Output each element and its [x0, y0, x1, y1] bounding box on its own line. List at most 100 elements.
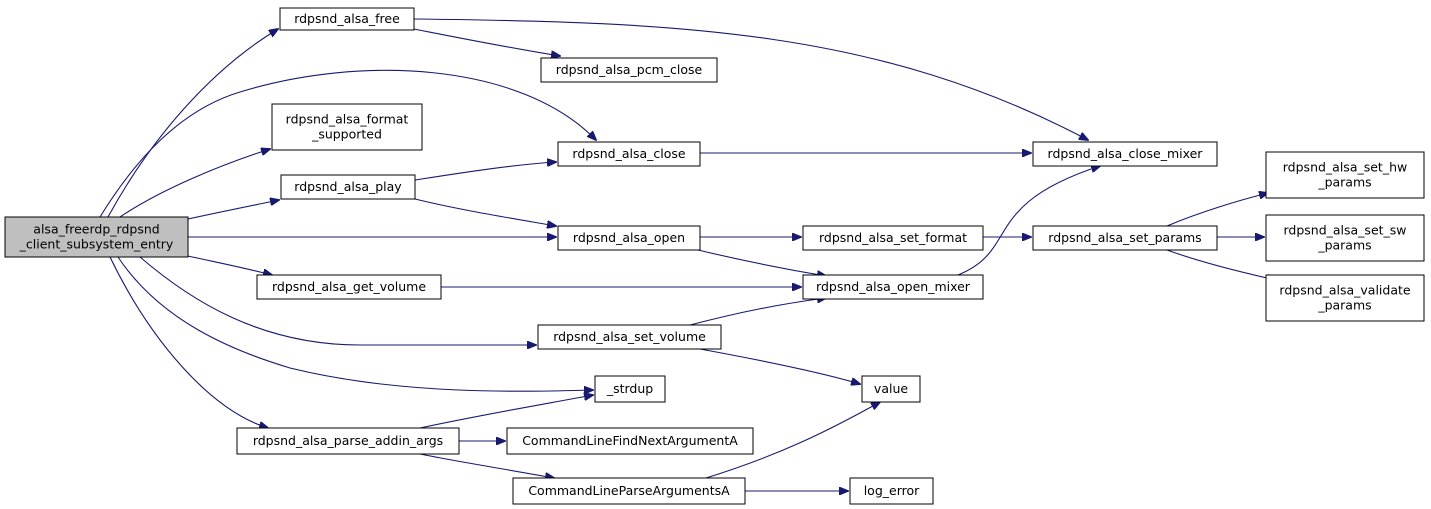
- node-box: [506, 427, 754, 455]
- edge-root-to-set_volume: [139, 256, 536, 345]
- node-box: [1265, 214, 1425, 262]
- edge-root-to-format_supported: [119, 149, 270, 218]
- node-label: rdpsnd_alsa_set_sw: [1283, 223, 1406, 238]
- node-set-hw[interactable]: rdpsnd_alsa_set_hw_params: [1265, 151, 1425, 199]
- node-label: _params: [1317, 238, 1371, 253]
- node-set-params[interactable]: rdpsnd_alsa_set_params: [1032, 225, 1218, 251]
- edge-line: [697, 249, 826, 276]
- edge-parse_args-to-value: [705, 402, 880, 479]
- node-box: [280, 174, 416, 200]
- node-label: rdpsnd_alsa_set_format: [819, 230, 967, 245]
- node-root[interactable]: alsa_freerdp_rdpsnd_client_subsystem_ent…: [4, 216, 189, 258]
- edge-line: [419, 453, 554, 478]
- node-label: rdpsnd_alsa_set_params: [1048, 230, 1201, 245]
- node-log-error[interactable]: log_error: [849, 477, 934, 505]
- node-box: [512, 477, 746, 505]
- node-box: [540, 57, 718, 83]
- node-label: rdpsnd_alsa_free: [294, 11, 400, 26]
- node-label: _params: [1317, 298, 1371, 313]
- node-box: [849, 477, 934, 505]
- edge-open-to-open_mixer: [697, 249, 826, 276]
- node-box: [1265, 151, 1425, 199]
- node-label: rdpsnd_alsa_close: [572, 146, 685, 161]
- node-label: rdpsnd_alsa_open_mixer: [816, 279, 971, 294]
- node-free[interactable]: rdpsnd_alsa_free: [279, 7, 415, 31]
- node-box: [537, 324, 722, 350]
- node-label: rdpsnd_alsa_format: [286, 112, 409, 127]
- node-box: [271, 103, 423, 151]
- edge-line: [705, 402, 880, 479]
- edge-line: [414, 198, 556, 226]
- node-label: value: [874, 381, 908, 396]
- node-label: CommandLineParseArgumentsA: [528, 483, 730, 498]
- node-play[interactable]: rdpsnd_alsa_play: [280, 174, 416, 200]
- edge-free-to-close_mixer: [413, 18, 1088, 140]
- node-parse-addin[interactable]: rdpsnd_alsa_parse_addin_args: [236, 427, 460, 455]
- edge-line: [1166, 193, 1268, 227]
- node-box: [802, 225, 984, 251]
- edge-parse_addin-to-parse_args: [419, 453, 554, 478]
- node-label: log_error: [864, 483, 920, 498]
- node-validate[interactable]: rdpsnd_alsa_validate_params: [1265, 274, 1425, 322]
- node-get-volume[interactable]: rdpsnd_alsa_get_volume: [256, 274, 442, 300]
- node-strdup[interactable]: _strdup: [594, 375, 666, 403]
- node-box: [594, 375, 666, 403]
- edge-free-to-pcm_close: [413, 28, 560, 56]
- node-format-supported[interactable]: rdpsnd_alsa_format_supported: [271, 103, 423, 151]
- node-label: _client_subsystem_entry: [19, 237, 174, 252]
- node-find-next[interactable]: CommandLineFindNextArgumentA: [506, 427, 754, 455]
- node-label: alsa_freerdp_rdpsnd: [33, 222, 159, 237]
- edge-line: [413, 18, 1088, 140]
- edge-set_params-to-set_hw: [1166, 193, 1268, 227]
- node-label: rdpsnd_alsa_get_volume: [272, 279, 426, 294]
- node-box: [861, 375, 921, 403]
- node-box: [4, 216, 189, 258]
- node-box: [256, 274, 442, 300]
- node-open-mixer[interactable]: rdpsnd_alsa_open_mixer: [802, 274, 984, 300]
- node-label: rdpsnd_alsa_close_mixer: [1048, 146, 1204, 161]
- node-label: rdpsnd_alsa_parse_addin_args: [253, 433, 443, 448]
- edge-set_volume-to-value: [699, 348, 860, 384]
- edge-play-to-close: [414, 162, 556, 181]
- edge-line: [139, 256, 536, 345]
- node-close-mixer[interactable]: rdpsnd_alsa_close_mixer: [1032, 141, 1218, 167]
- edge-root-to-play: [187, 200, 279, 220]
- node-label: _supported: [311, 127, 382, 142]
- edge-set_params-to-validate: [1166, 249, 1276, 280]
- node-label: rdpsnd_alsa_set_hw: [1283, 160, 1407, 175]
- edge-line: [414, 162, 556, 181]
- edge-line: [117, 256, 593, 391]
- node-set-format[interactable]: rdpsnd_alsa_set_format: [802, 225, 984, 251]
- node-value[interactable]: value: [861, 375, 921, 403]
- node-label: rdpsnd_alsa_validate: [1279, 283, 1410, 298]
- node-close[interactable]: rdpsnd_alsa_close: [557, 141, 701, 167]
- edge-line: [119, 149, 270, 218]
- node-label: rdpsnd_alsa_play: [294, 179, 402, 194]
- edge-root-to-strdup: [117, 256, 593, 391]
- edge-line: [1166, 249, 1276, 280]
- node-label: _strdup: [606, 381, 653, 396]
- edge-line: [419, 395, 593, 429]
- edge-line: [107, 29, 278, 218]
- node-parse-args[interactable]: CommandLineParseArgumentsA: [512, 477, 746, 505]
- edge-line: [99, 69, 596, 218]
- node-label: _params: [1317, 175, 1371, 190]
- node-set-sw[interactable]: rdpsnd_alsa_set_sw_params: [1265, 214, 1425, 262]
- edge-line: [187, 200, 279, 220]
- node-label: rdpsnd_alsa_set_volume: [553, 329, 706, 344]
- node-box: [279, 7, 415, 31]
- node-box: [236, 427, 460, 455]
- edge-root-to-close: [99, 69, 596, 218]
- edge-root-to-parse_addin: [109, 256, 268, 428]
- edge-root-to-get_volume: [187, 255, 272, 275]
- node-open[interactable]: rdpsnd_alsa_open: [557, 225, 701, 251]
- node-label: CommandLineFindNextArgumentA: [522, 433, 738, 448]
- edge-line: [413, 28, 560, 56]
- node-set-volume[interactable]: rdpsnd_alsa_set_volume: [537, 324, 722, 350]
- edge-play-to-open: [414, 198, 556, 226]
- edge-root-to-free: [107, 29, 278, 218]
- edge-open_mixer-to-close_mixer: [957, 166, 1100, 276]
- node-box: [1032, 225, 1218, 251]
- node-pcm-close[interactable]: rdpsnd_alsa_pcm_close: [540, 57, 718, 83]
- node-box: [802, 274, 984, 300]
